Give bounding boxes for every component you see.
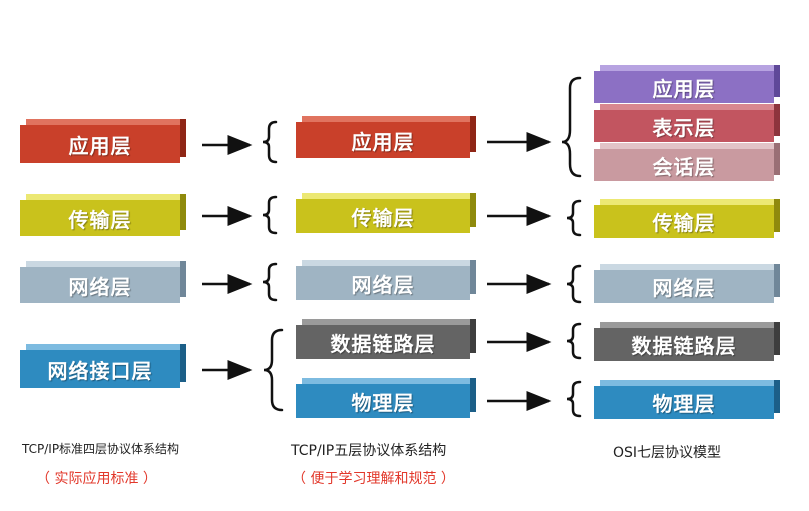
tcpip4-layer-transport: 传输层 [20,194,186,236]
brace-5-iface [263,328,284,412]
brace-7-net [566,264,582,304]
osi-layer-physical: 物理层 [594,380,780,419]
tcpip4-layer-application: 应用层 [20,119,186,163]
tcpip4-caption: TCP/IP标准四层协议体系结构 [22,442,180,456]
tcpip5-note: （ 便于学习理解和规范 ） [292,471,455,487]
osi7-caption: OSI七层协议模型 [613,445,722,461]
brace-5-app [262,120,278,164]
brace-7-dl [566,322,582,360]
osi-layer-presentation: 表示层 [594,104,780,142]
brace-7-phy [566,380,582,418]
tcpip5-layer-network: 网络层 [296,260,476,300]
brace-7-app [561,76,582,178]
osi-layer-session: 会话层 [594,143,780,181]
tcpip5-caption: TCP/IP五层协议体系结构 [291,443,447,459]
brace-7-trans [566,199,582,237]
brace-5-net [262,262,278,302]
tcpip4-layer-interface: 网络接口层 [20,344,186,388]
tcpip5-layer-physical: 物理层 [296,378,476,418]
osi-layer-network: 网络层 [594,264,780,303]
osi-layer-transport: 传输层 [594,199,780,238]
osi-layer-datalink: 数据链路层 [594,322,780,361]
tcpip5-layer-application: 应用层 [296,116,476,158]
tcpip5-layer-transport: 传输层 [296,193,476,233]
tcpip4-note: （ 实际应用标准 ） [36,471,157,487]
brace-5-trans [262,195,278,235]
osi-layer-application: 应用层 [594,65,780,103]
tcpip4-layer-network: 网络层 [20,261,186,303]
tcpip5-layer-datalink: 数据链路层 [296,319,476,359]
